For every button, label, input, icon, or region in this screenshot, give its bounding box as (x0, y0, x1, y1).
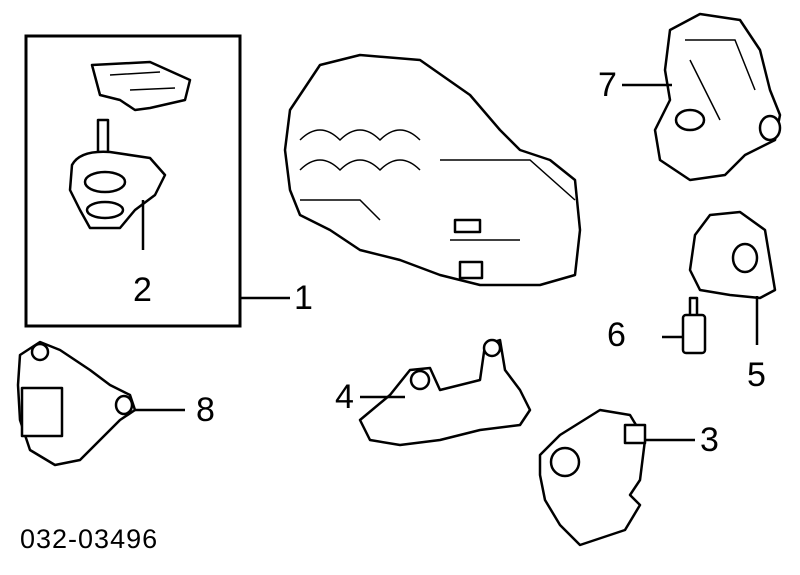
part-8-front-mount (16, 340, 185, 467)
part-4-rear-bracket (358, 338, 532, 447)
callout-5: 5 (747, 356, 766, 394)
reference-code: 032-03496 (20, 524, 159, 554)
part-1-engine (283, 53, 582, 287)
callout-4: 4 (335, 378, 354, 416)
part-2-front-mount-kit (68, 60, 192, 250)
kit-box (24, 34, 242, 328)
part-3-transmission-mount (538, 408, 695, 547)
part-7-side-mount-bracket (622, 12, 782, 182)
callout-3: 3 (700, 421, 719, 459)
part-5-rear-mount (688, 210, 777, 345)
part-6-stud (662, 296, 707, 355)
callout-2: 2 (133, 271, 152, 309)
callout-6: 6 (607, 316, 626, 354)
callout-8: 8 (196, 391, 215, 429)
callout-7: 7 (598, 66, 617, 104)
callout-1: 1 (294, 279, 313, 317)
